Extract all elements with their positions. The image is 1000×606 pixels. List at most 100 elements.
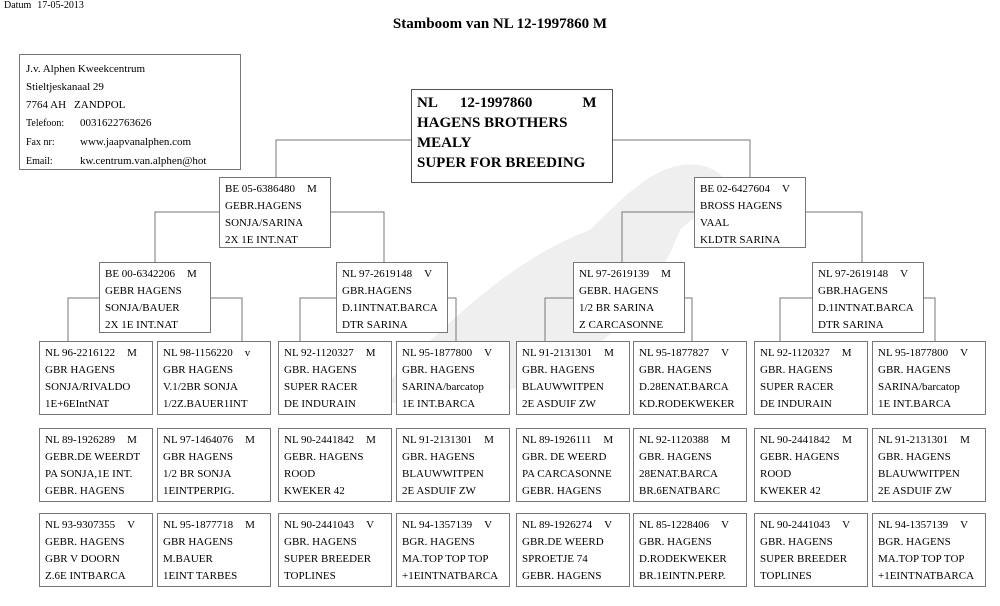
card-line: TOPLINES [284, 570, 336, 582]
card-line: GBR.HAGENS [342, 285, 412, 297]
card-line: SONJA/SARINA [225, 217, 304, 229]
ring-number: NL 90-2441043 [760, 519, 831, 531]
ring-number: NL 96-2216122 [45, 347, 116, 359]
fax-label: Fax nr: [26, 137, 55, 148]
date-value: 17-05-2013 [37, 0, 84, 11]
card-line: BLAUWWITPEN [402, 468, 484, 480]
card-line: GBR. HAGENS [639, 536, 712, 548]
sex: V [484, 347, 493, 359]
card-line: MA.TOP TOP TOP [878, 553, 965, 565]
card-line: VAAL [700, 217, 730, 229]
ring-number: NL 91-2131301 [402, 434, 473, 446]
card-line: DTR SARINA [342, 319, 408, 331]
sex: V [781, 183, 790, 195]
card-line: +1EINTNATBARCA [402, 570, 499, 582]
card-line: SARINA/barcatop [878, 381, 960, 393]
card-line: GBR. HAGENS [402, 451, 475, 463]
card-line: GBR V DOORN [45, 553, 120, 565]
main-line-2: MEALY [417, 135, 472, 151]
card-line: GBR. HAGENS [878, 364, 951, 376]
sex: V [721, 519, 730, 531]
sex: M [127, 347, 137, 359]
card-line: Z CARCASONNE [579, 319, 664, 331]
card-line: M.BAUER [163, 553, 213, 565]
ring-number: NL 91-2131301 [522, 347, 593, 359]
card-line: GBR HAGENS [163, 451, 233, 463]
card-line: D.1INTNAT.BARCA [818, 302, 914, 314]
card-line: BLAUWWITPEN [878, 468, 960, 480]
card-line: 2X 1E INT.NAT [105, 319, 178, 331]
ring-number: BE 05-6386480 [225, 183, 295, 195]
phone-label: Telefoon: [26, 118, 65, 129]
sex: M [306, 183, 317, 195]
sex: V [127, 519, 136, 531]
sex: M [245, 434, 255, 446]
ring-number: NL 97-2619139 [579, 268, 650, 280]
breeder-postcode: 7764 AH [26, 99, 67, 111]
card-line: SUPER RACER [284, 381, 358, 393]
sex: M [842, 434, 852, 446]
sex: M [603, 434, 614, 446]
card-line: 1/2 BR SARINA [579, 302, 655, 314]
card-line: GEBR HAGENS [105, 285, 182, 297]
card-line: SUPER RACER [760, 381, 834, 393]
card-line: 1EINT TARBES [163, 570, 238, 582]
ring-number: NL 97-2619148 [342, 268, 413, 280]
card-line: BR.6ENATBARC [639, 485, 720, 497]
card-line: D.RODEKWEKER [639, 553, 727, 565]
card-line: ROOD [284, 468, 316, 480]
sex: M [720, 434, 731, 446]
card-line: PA SONJA,1E INT. [45, 468, 133, 480]
card-line: 2E ASDUIF ZW [522, 398, 596, 410]
card-line: BROSS HAGENS [700, 200, 783, 212]
card-line: KD.RODEKWEKER [639, 398, 735, 410]
email-label: Email: [26, 156, 53, 167]
card-line: MA.TOP TOP TOP [402, 553, 489, 565]
card-line: GEBR.HAGENS [225, 200, 302, 212]
card-line: GBR. HAGENS [522, 364, 595, 376]
sex: V [424, 268, 433, 280]
card-line: ROOD [760, 468, 792, 480]
card-line: +1EINTNATBARCA [878, 570, 975, 582]
card-line: D.28ENAT.BARCA [639, 381, 729, 393]
card-line: GBR HAGENS [45, 364, 115, 376]
ring-number: NL 92-1120388 [639, 434, 709, 446]
card-line: GEBR. HAGENS [284, 451, 364, 463]
main-line-3: SUPER FOR BREEDING [417, 155, 586, 171]
card-line: GBR. HAGENS [760, 536, 833, 548]
card-line: TOPLINES [760, 570, 812, 582]
sex: V [484, 519, 493, 531]
card-line: GBR. HAGENS [878, 451, 951, 463]
card-line: GEBR.DE WEERDT [45, 451, 141, 463]
card-line: GBR HAGENS [163, 364, 233, 376]
sex: V [721, 347, 730, 359]
card-line: SONJA/RIVALDO [45, 381, 131, 393]
card-line: SUPER BREEDER [760, 553, 848, 565]
card-line: GBR. HAGENS [284, 536, 357, 548]
phone-value: 0031622763626 [80, 117, 152, 129]
card-line: PA CARCASONNE [522, 468, 612, 480]
sex: M [484, 434, 494, 446]
card-line: 2X 1E INT.NAT [225, 234, 298, 246]
card-line: GBR HAGENS [163, 536, 233, 548]
card-line: GBR. HAGENS [639, 451, 712, 463]
sex: M [604, 347, 614, 359]
card-line: DE INDURAIN [760, 398, 832, 410]
sex: M [127, 434, 137, 446]
card-line: V.1/2BR SONJA [163, 381, 238, 393]
card-line: SPROETJE 74 [522, 553, 588, 565]
ring-number: NL 91-2131301 [878, 434, 949, 446]
ring-number: NL 94-1357139 [878, 519, 949, 531]
main-country: NL [417, 95, 438, 111]
